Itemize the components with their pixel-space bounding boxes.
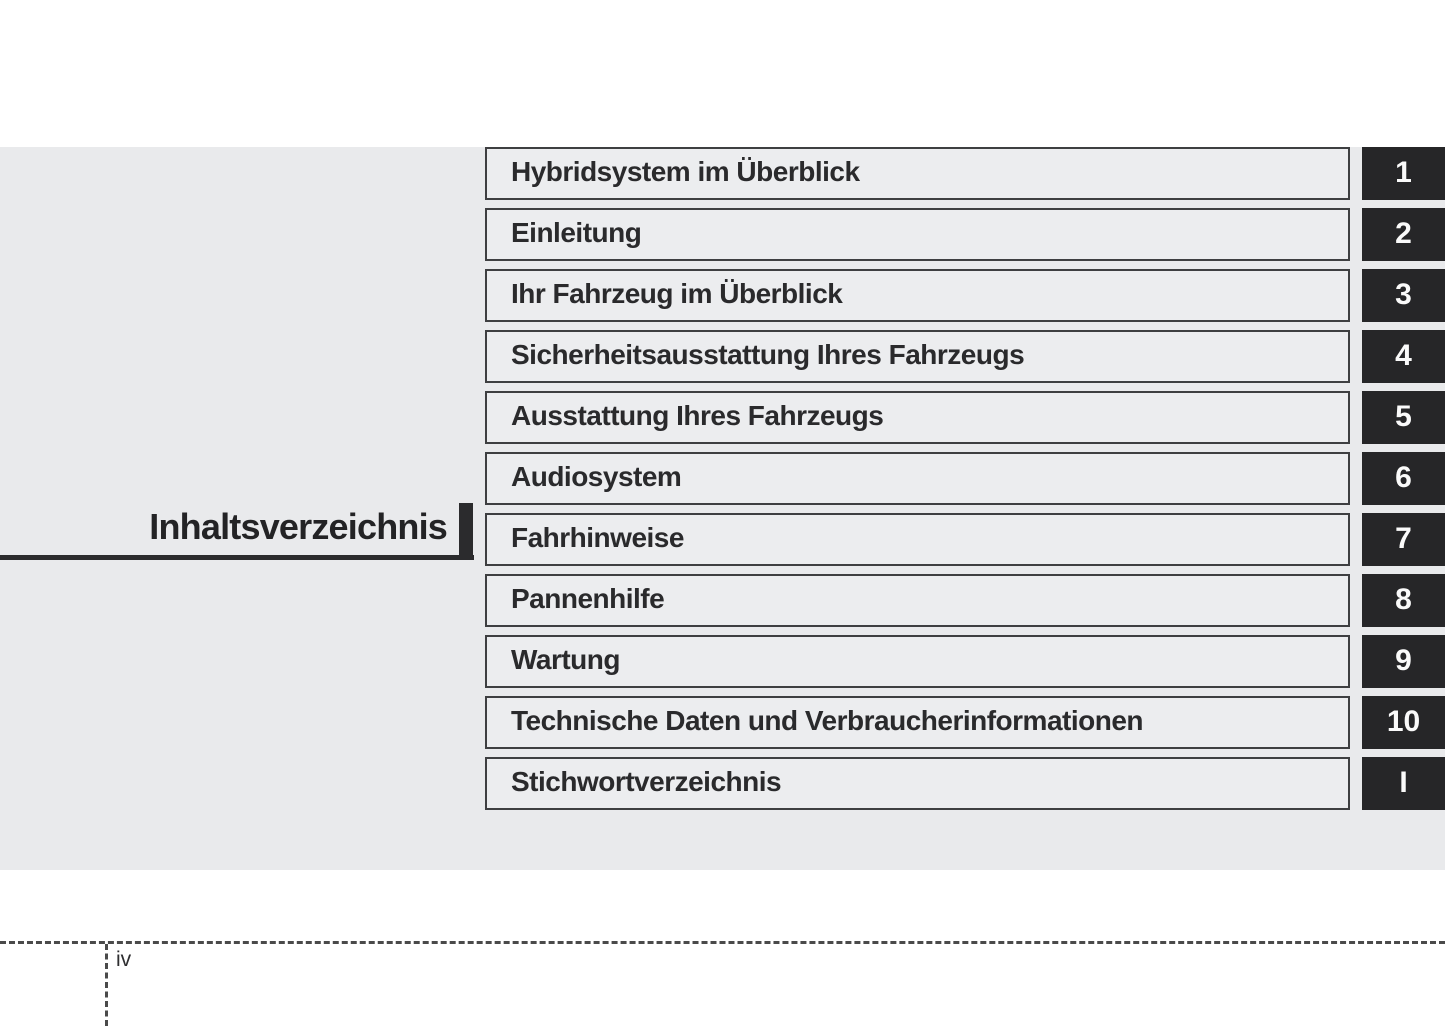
content-band	[0, 147, 1445, 870]
toc-row-label: Audiosystem	[511, 461, 682, 492]
chapter-tab-number: 1	[1395, 155, 1412, 189]
chapter-tab-10[interactable]: 10	[1362, 696, 1445, 749]
chapter-tab-number: I	[1399, 765, 1408, 799]
toc-row-list: Hybridsystem im Überblick Einleitung Ihr…	[485, 147, 1350, 810]
chapter-tab-4[interactable]: 4	[1362, 330, 1445, 383]
page-number: iv	[116, 948, 132, 971]
chapter-tab-number: 4	[1395, 338, 1412, 372]
toc-row-fahrhinweise[interactable]: Fahrhinweise	[485, 513, 1350, 566]
toc-row-stichwortverzeichnis[interactable]: Stichwortverzeichnis	[485, 757, 1350, 810]
chapter-tab-5[interactable]: 5	[1362, 391, 1445, 444]
chapter-tab-7[interactable]: 7	[1362, 513, 1445, 566]
chapter-tab-number: 3	[1395, 277, 1412, 311]
page-title: Inhaltsverzeichnis	[149, 506, 448, 547]
chapter-tab-8[interactable]: 8	[1362, 574, 1445, 627]
toc-row-label: Pannenhilfe	[511, 583, 665, 614]
footer-dashed-line	[0, 941, 1445, 944]
title-rule	[0, 555, 474, 560]
toc-row-wartung[interactable]: Wartung	[485, 635, 1350, 688]
chapter-tab-1[interactable]: 1	[1362, 147, 1445, 200]
chapter-tab-number: 7	[1395, 521, 1412, 555]
toc-row-label: Fahrhinweise	[511, 522, 684, 553]
toc-row-label: Einleitung	[511, 217, 642, 248]
chapter-tab-number: 9	[1395, 643, 1412, 677]
toc-row-label: Ausstattung Ihres Fahrzeugs	[511, 400, 884, 431]
toc-row-label: Wartung	[511, 644, 621, 675]
chapter-tab-number: 8	[1395, 582, 1412, 616]
chapter-tab-9[interactable]: 9	[1362, 635, 1445, 688]
chapter-tab-number: 5	[1395, 399, 1412, 433]
toc-row-audiosystem[interactable]: Audiosystem	[485, 452, 1350, 505]
chapter-tab-number: 6	[1395, 460, 1412, 494]
toc-row-label: Hybridsystem im Überblick	[511, 156, 860, 187]
toc-row-label: Technische Daten und Verbraucherinformat…	[511, 705, 1144, 736]
toc-row-technische-daten[interactable]: Technische Daten und Verbraucherinformat…	[485, 696, 1350, 749]
toc-row-hybridsystem[interactable]: Hybridsystem im Überblick	[485, 147, 1350, 200]
toc-row-ausstattung[interactable]: Ausstattung Ihres Fahrzeugs	[485, 391, 1350, 444]
chapter-tab-3[interactable]: 3	[1362, 269, 1445, 322]
toc-row-sicherheitsausstattung[interactable]: Sicherheitsausstattung Ihres Fahrzeugs	[485, 330, 1350, 383]
toc-row-label: Ihr Fahrzeug im Überblick	[511, 278, 843, 309]
toc-row-pannenhilfe[interactable]: Pannenhilfe	[485, 574, 1350, 627]
chapter-tab-number: 10	[1386, 704, 1421, 738]
toc-row-fahrzeug-ueberblick[interactable]: Ihr Fahrzeug im Überblick	[485, 269, 1350, 322]
toc-row-label: Stichwortverzeichnis	[511, 766, 782, 797]
chapter-tab-index[interactable]: I	[1362, 757, 1445, 810]
chapter-tab-2[interactable]: 2	[1362, 208, 1445, 261]
title-accent-bar	[459, 503, 473, 560]
chapter-tab-number: 2	[1395, 216, 1412, 250]
chapter-tab-6[interactable]: 6	[1362, 452, 1445, 505]
footer-vertical-line	[105, 944, 108, 1026]
toc-row-label: Sicherheitsausstattung Ihres Fahrzeugs	[511, 339, 1025, 370]
chapter-tab-list: 1 2 3 4 5 6 7 8 9 10 I	[1362, 147, 1445, 810]
title-group: Inhaltsverzeichnis	[0, 500, 474, 562]
toc-row-einleitung[interactable]: Einleitung	[485, 208, 1350, 261]
